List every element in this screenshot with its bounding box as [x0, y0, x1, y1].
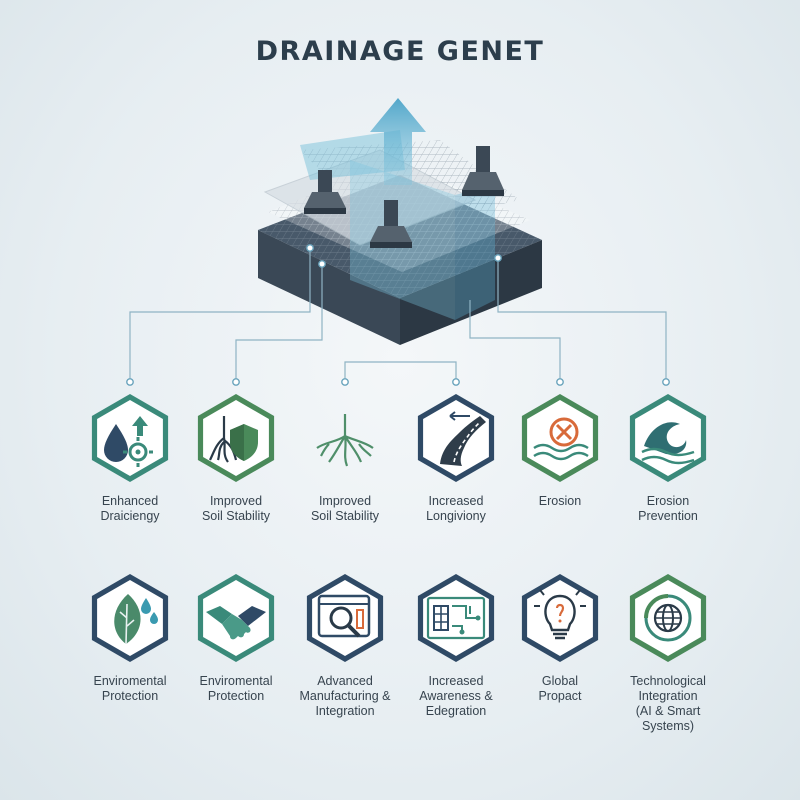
feature-label-line: Longiviony: [426, 509, 486, 523]
feature-label-line: Soil Stability: [310, 509, 380, 523]
connector-lines: [129, 248, 667, 380]
feature-label-line: Increased: [428, 674, 484, 688]
feature-label-line: Draiciengy: [100, 509, 160, 523]
feature-label-line: Global: [541, 674, 579, 688]
feature-label-line: Technological: [630, 674, 706, 688]
feature-label-line: Awareness &: [419, 689, 493, 703]
water-gear-icon: [104, 416, 153, 467]
feature-label-line: Protection: [101, 689, 159, 703]
feature-label-line: Propact: [538, 689, 582, 703]
support-posts: [304, 146, 504, 248]
feature-label-line: Enhanced: [101, 494, 159, 508]
feature-label-line: Increased: [428, 494, 484, 508]
hexagon-badge: [521, 574, 599, 662]
hexagon-badge: [629, 574, 707, 662]
feature-label-line: Enviromental: [199, 674, 273, 688]
feature-label-line: Erosion: [538, 494, 582, 508]
hexagon-badge: [417, 574, 495, 662]
wave-icon: [641, 422, 695, 465]
circuit-icon: [426, 596, 486, 640]
feature-label-line: Advanced: [317, 674, 373, 688]
feature-label-line: Improved: [318, 494, 372, 508]
feature-label-line: Enviromental: [93, 674, 167, 688]
connector-dots: [126, 244, 670, 386]
lightbulb-icon: [534, 589, 586, 640]
erosion-x-icon: [533, 417, 589, 461]
up-arrow-icon: [370, 98, 426, 185]
handshake-icon: [206, 606, 266, 640]
leaf-drops-icon: [114, 594, 158, 645]
feature-label-line: Erosion: [646, 494, 690, 508]
feature-label-line: (AI & Smart Systems): [635, 704, 701, 733]
hexagon-badge: [91, 574, 169, 662]
feature-label-line: Edegration: [425, 704, 487, 718]
feature-label-line: Integration: [638, 689, 698, 703]
magnifier-icon: [317, 594, 371, 638]
roots-icon: [316, 414, 374, 467]
feature-label: Erosion: [505, 494, 615, 509]
hexagon-badge: [316, 414, 374, 467]
feature-label-line: Protection: [207, 689, 265, 703]
hexagon-badge: [629, 394, 707, 482]
hexagon-badge: [197, 394, 275, 482]
globe-icon: [644, 594, 692, 642]
page-title: DRAINAGE GENET: [255, 36, 545, 67]
hexagon-badge: [521, 394, 599, 482]
hexagon-badge: [306, 574, 384, 662]
feature-label-line: Prevention: [638, 509, 698, 523]
hexagon-badge: [417, 394, 495, 482]
feature-label-line: Improved: [209, 494, 263, 508]
feature-label-line: Integration: [315, 704, 375, 718]
feature-label-line: Manufacturing &: [299, 689, 391, 703]
feature-label-line: Soil Stability: [201, 509, 271, 523]
feature-node: Erosion: [505, 390, 615, 509]
hexagon-badge: [197, 574, 275, 662]
hexagon-badge: [91, 394, 169, 482]
road-icon: [440, 411, 486, 466]
roots-shield-icon: [209, 416, 258, 463]
